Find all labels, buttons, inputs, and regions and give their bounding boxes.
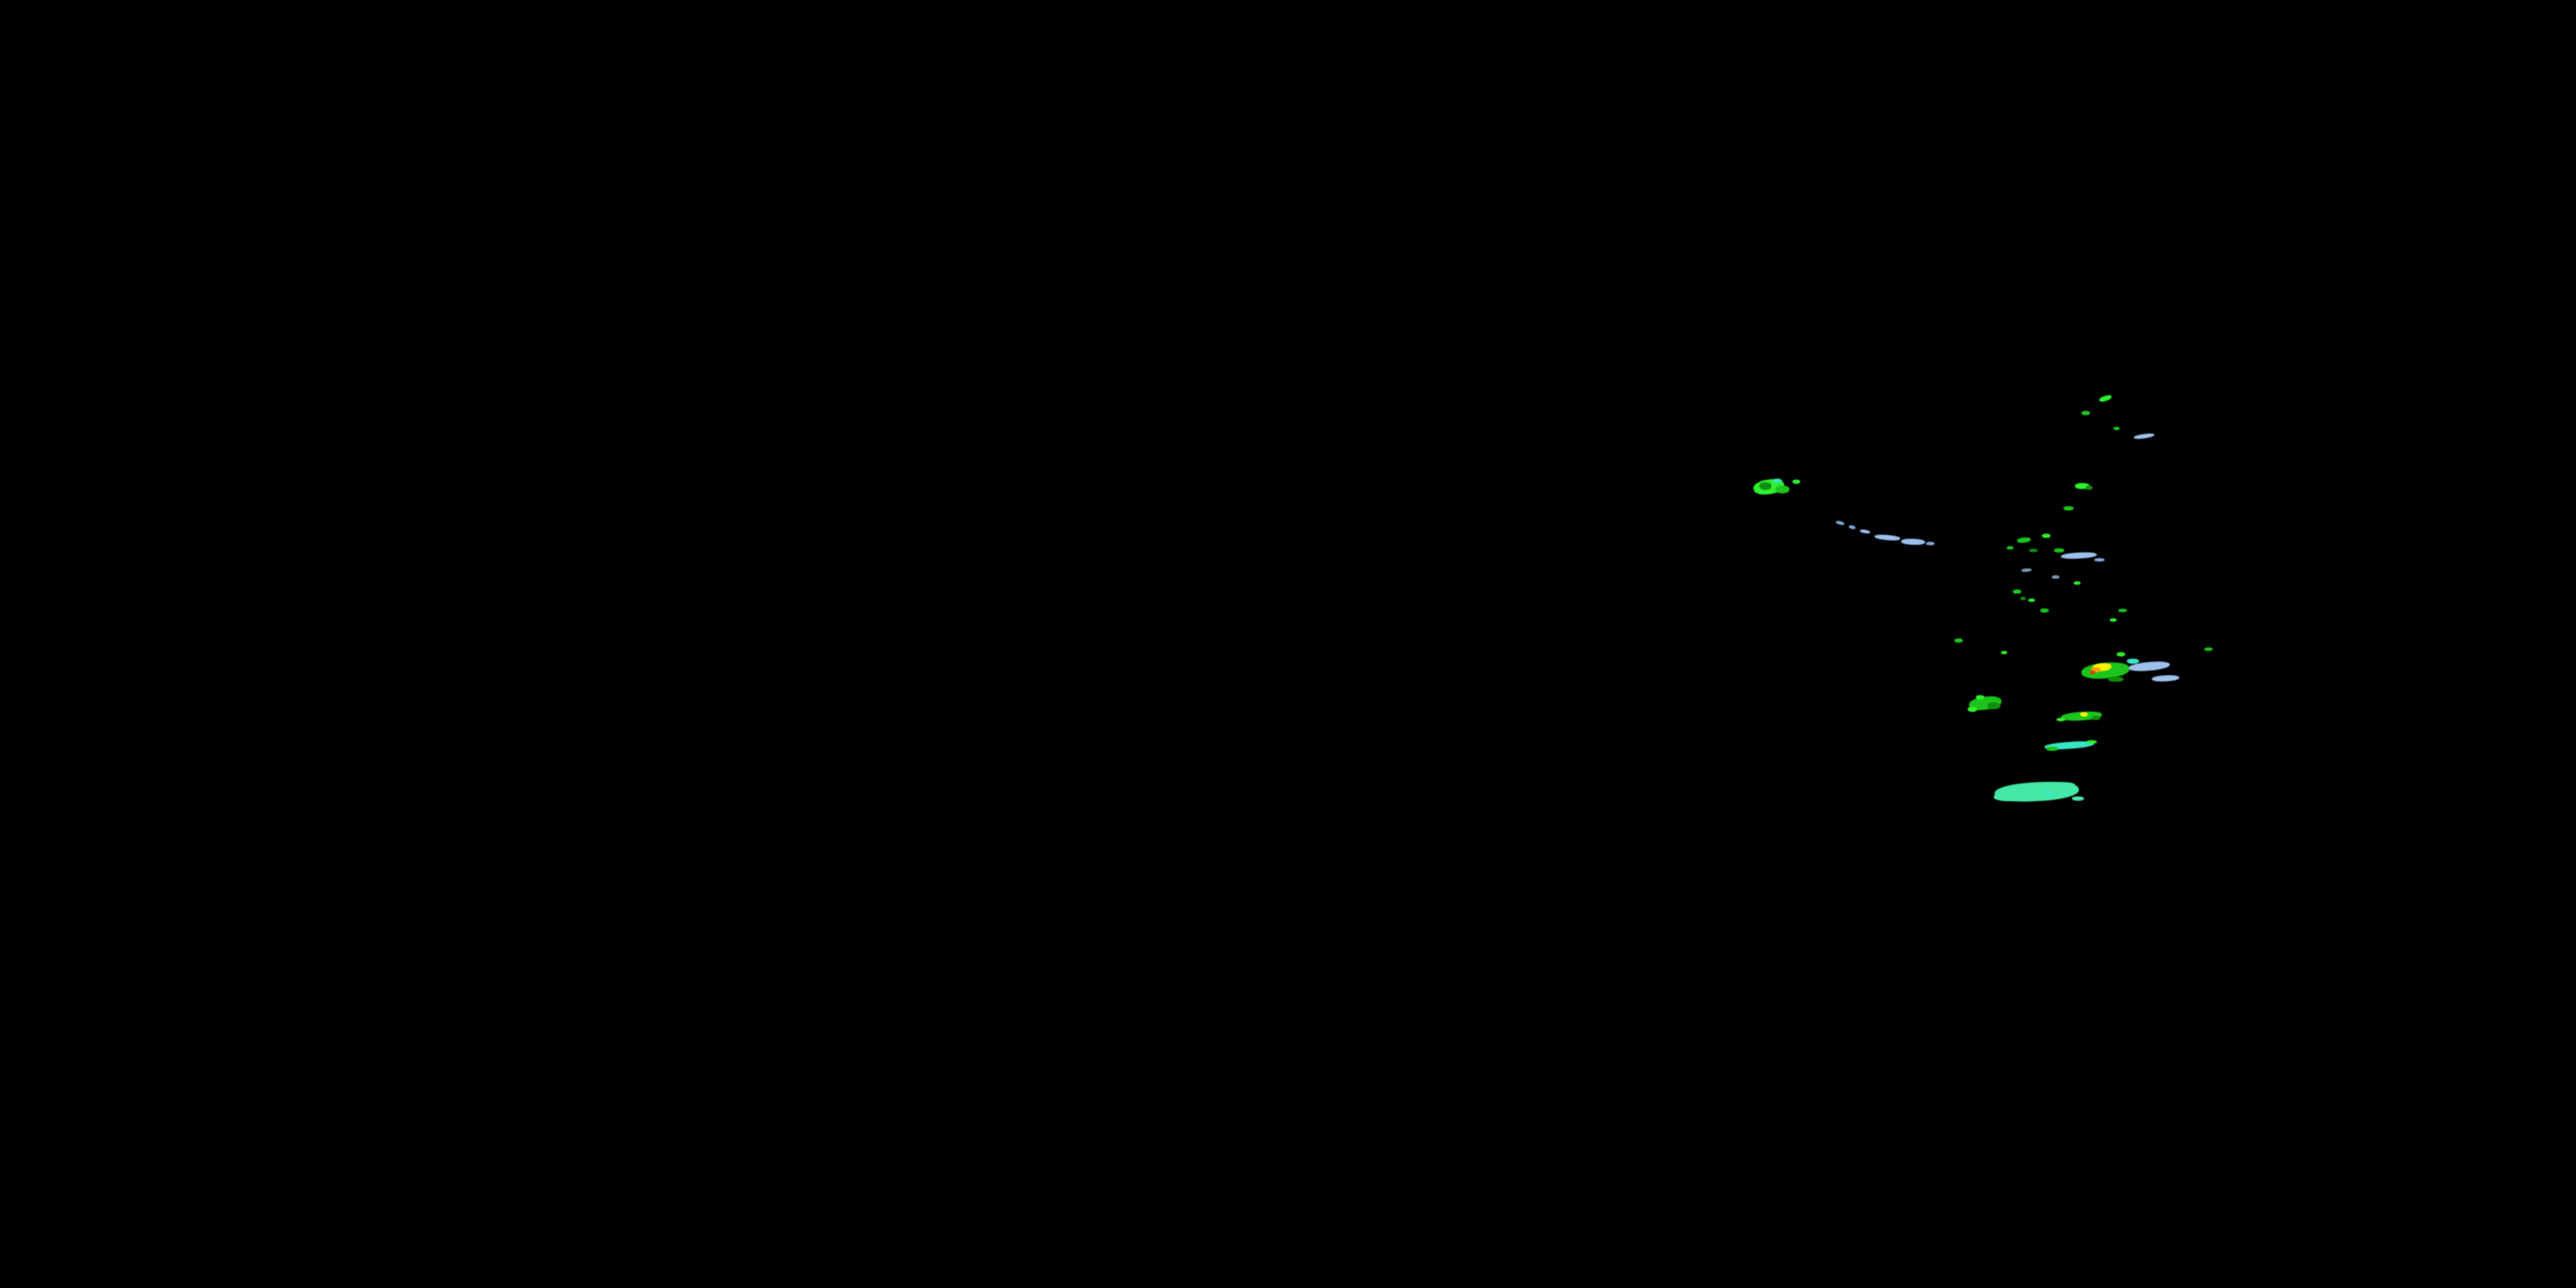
radar-echo xyxy=(2057,718,2065,721)
radar-echo xyxy=(2127,659,2139,664)
radar-echo xyxy=(2080,712,2088,717)
radar-echo xyxy=(1859,528,1871,535)
radar-echo xyxy=(1900,538,1926,545)
radar-echo xyxy=(2020,568,2032,573)
radar-echo xyxy=(2040,608,2049,613)
radar-echo xyxy=(2072,796,2084,801)
radar-echo xyxy=(2051,575,2060,579)
radar-echo xyxy=(2094,558,2105,562)
radar-echo xyxy=(2046,746,2058,751)
radar-echo xyxy=(2074,581,2081,585)
radar-echo xyxy=(1987,702,2001,709)
radar-echo xyxy=(2054,548,2064,553)
radar-echo xyxy=(1848,525,1856,530)
radar-echo xyxy=(2028,598,2035,602)
radar-echo xyxy=(2092,715,2100,720)
radar-echo xyxy=(2204,647,2213,651)
radar-echo xyxy=(2029,549,2038,552)
radar-echo xyxy=(1759,482,1771,490)
radar-echo xyxy=(1776,485,1789,494)
radar-echo xyxy=(2098,393,2113,404)
radar-echo xyxy=(2110,618,2117,622)
radar-echo xyxy=(2086,485,2093,490)
radar-echo xyxy=(2016,537,2032,544)
radar-echo xyxy=(2151,674,2180,683)
radar-echo xyxy=(2013,589,2021,594)
radar-echo xyxy=(2044,791,2053,796)
radar-echo xyxy=(1773,478,1782,483)
radar-echo xyxy=(2007,546,2014,550)
radar-echo xyxy=(1926,542,1935,545)
radar-echo xyxy=(1874,533,1901,542)
radar-echo xyxy=(2081,410,2090,416)
radar-echo xyxy=(2075,483,2090,489)
radar-echo xyxy=(2053,782,2075,789)
radar-echo xyxy=(2108,677,2123,682)
radar-echo xyxy=(2133,432,2155,440)
radar-echo xyxy=(2118,609,2127,612)
radar-echo xyxy=(1792,479,1801,484)
radar-echo xyxy=(2113,427,2120,430)
radar-echo xyxy=(1976,695,1984,700)
radar-echo xyxy=(2117,652,2125,657)
radar-echo xyxy=(2060,551,2098,560)
radar-echo xyxy=(2087,740,2097,744)
radar-echo xyxy=(1835,519,1845,526)
radar-echo xyxy=(2091,667,2101,672)
radar-echo xyxy=(2001,651,2008,654)
radar-echo xyxy=(2063,506,2074,511)
radar-echo xyxy=(1954,638,1963,643)
radar-echo xyxy=(1967,707,1978,712)
radar-echo xyxy=(2042,533,2050,538)
radar-echo xyxy=(1994,793,2021,801)
radar-echo xyxy=(2090,671,2095,674)
radar-echo xyxy=(2020,597,2026,600)
